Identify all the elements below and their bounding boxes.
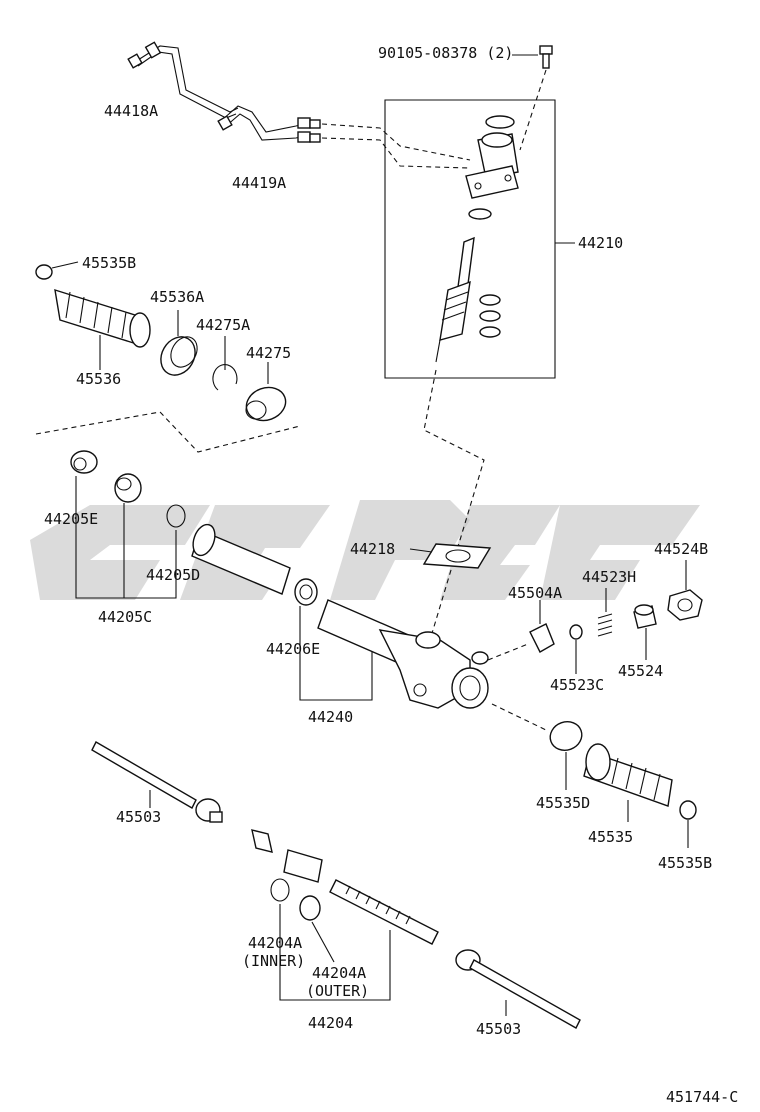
label-45523C: 45523C [550,676,605,694]
bushing-44275 [245,386,287,422]
label-44205E: 44205E [44,510,99,528]
label-44204A-outer: 44204A [312,964,367,982]
label-44240: 44240 [308,708,354,726]
pressure-tube-44418A [127,41,239,119]
o-ring-44205D [166,504,186,528]
boot-clamp-45535D [549,721,583,751]
rack-guide-screw-45524 [633,604,657,629]
label-45503-bottom: 45503 [476,1020,522,1038]
control-valve-assy-44210 [384,99,556,379]
rack-piston [283,849,323,883]
tie-rod-end-45503-bottom [455,949,581,1029]
label-44204A-inner-note: (INNER) [242,952,306,970]
bolt-90105-08378 [539,45,553,69]
label-44206E: 44206E [266,640,321,658]
rack-guide-45504A [529,623,555,653]
valve-to-housing-line [423,369,485,641]
rack-boot-45535 [583,743,673,807]
bushing-44205C [114,473,142,503]
label-45535D: 45535D [536,794,591,812]
rack-boot-45536 [54,288,151,348]
label-45535B-top: 45535B [82,254,137,272]
label-44218: 44218 [350,540,396,558]
lock-nut-44524B [667,589,703,621]
gear-housing-44240 [317,599,489,709]
label-44210: 44210 [578,234,624,252]
o-ring-44204A-outer [299,895,321,921]
rack-guide-spring-44523H [597,613,613,637]
boot-clamp-45536A [160,336,198,376]
label-44275A: 44275A [196,316,251,334]
tube-connection-line-2 [321,137,471,169]
steering-rack-44204 [329,879,439,945]
oil-seal-44205E [70,450,98,474]
snap-ring-44275A [212,364,238,391]
label-45536: 45536 [76,370,122,388]
label-45503-top: 45503 [116,808,162,826]
label-44275: 44275 [246,344,292,362]
rack-bushing [251,829,273,853]
label-44204: 44204 [308,1014,354,1032]
boot-clamp-45535B-bottom [679,800,697,820]
label-45504A: 45504A [508,584,563,602]
label-45535: 45535 [588,828,634,846]
diagram-id-label: 451744-C [666,1088,739,1106]
label-44419A: 44419A [232,174,287,192]
label-44418A: 44418A [104,102,159,120]
boot-clamp-45535B-top [35,264,53,280]
pressure-tube-44419A [217,105,321,143]
cylinder-tube [191,523,291,595]
label-44523H: 44523H [582,568,637,586]
boot-group-line [35,411,301,453]
label-45524: 45524 [618,662,664,680]
label-44524B: 44524B [654,540,709,558]
o-ring-44204A-inner [270,878,290,902]
label-44204A-outer-note: (OUTER) [306,982,370,1000]
gasket-44218 [422,543,492,569]
tube-connection-line-1 [321,123,471,161]
tie-rod-end-45503-top [91,741,223,823]
seal-44206E [294,578,318,606]
label-44204A-inner: 44204A [248,934,303,952]
rack-guide-seat-45523C [569,624,583,640]
label-bolt-90105-08378: 90105-08378 (2) [378,44,514,62]
label-44205C: 44205C [98,608,153,626]
label-44205D: 44205D [146,566,201,584]
label-45536A: 45536A [150,288,205,306]
label-45535B-bottom: 45535B [658,854,713,872]
